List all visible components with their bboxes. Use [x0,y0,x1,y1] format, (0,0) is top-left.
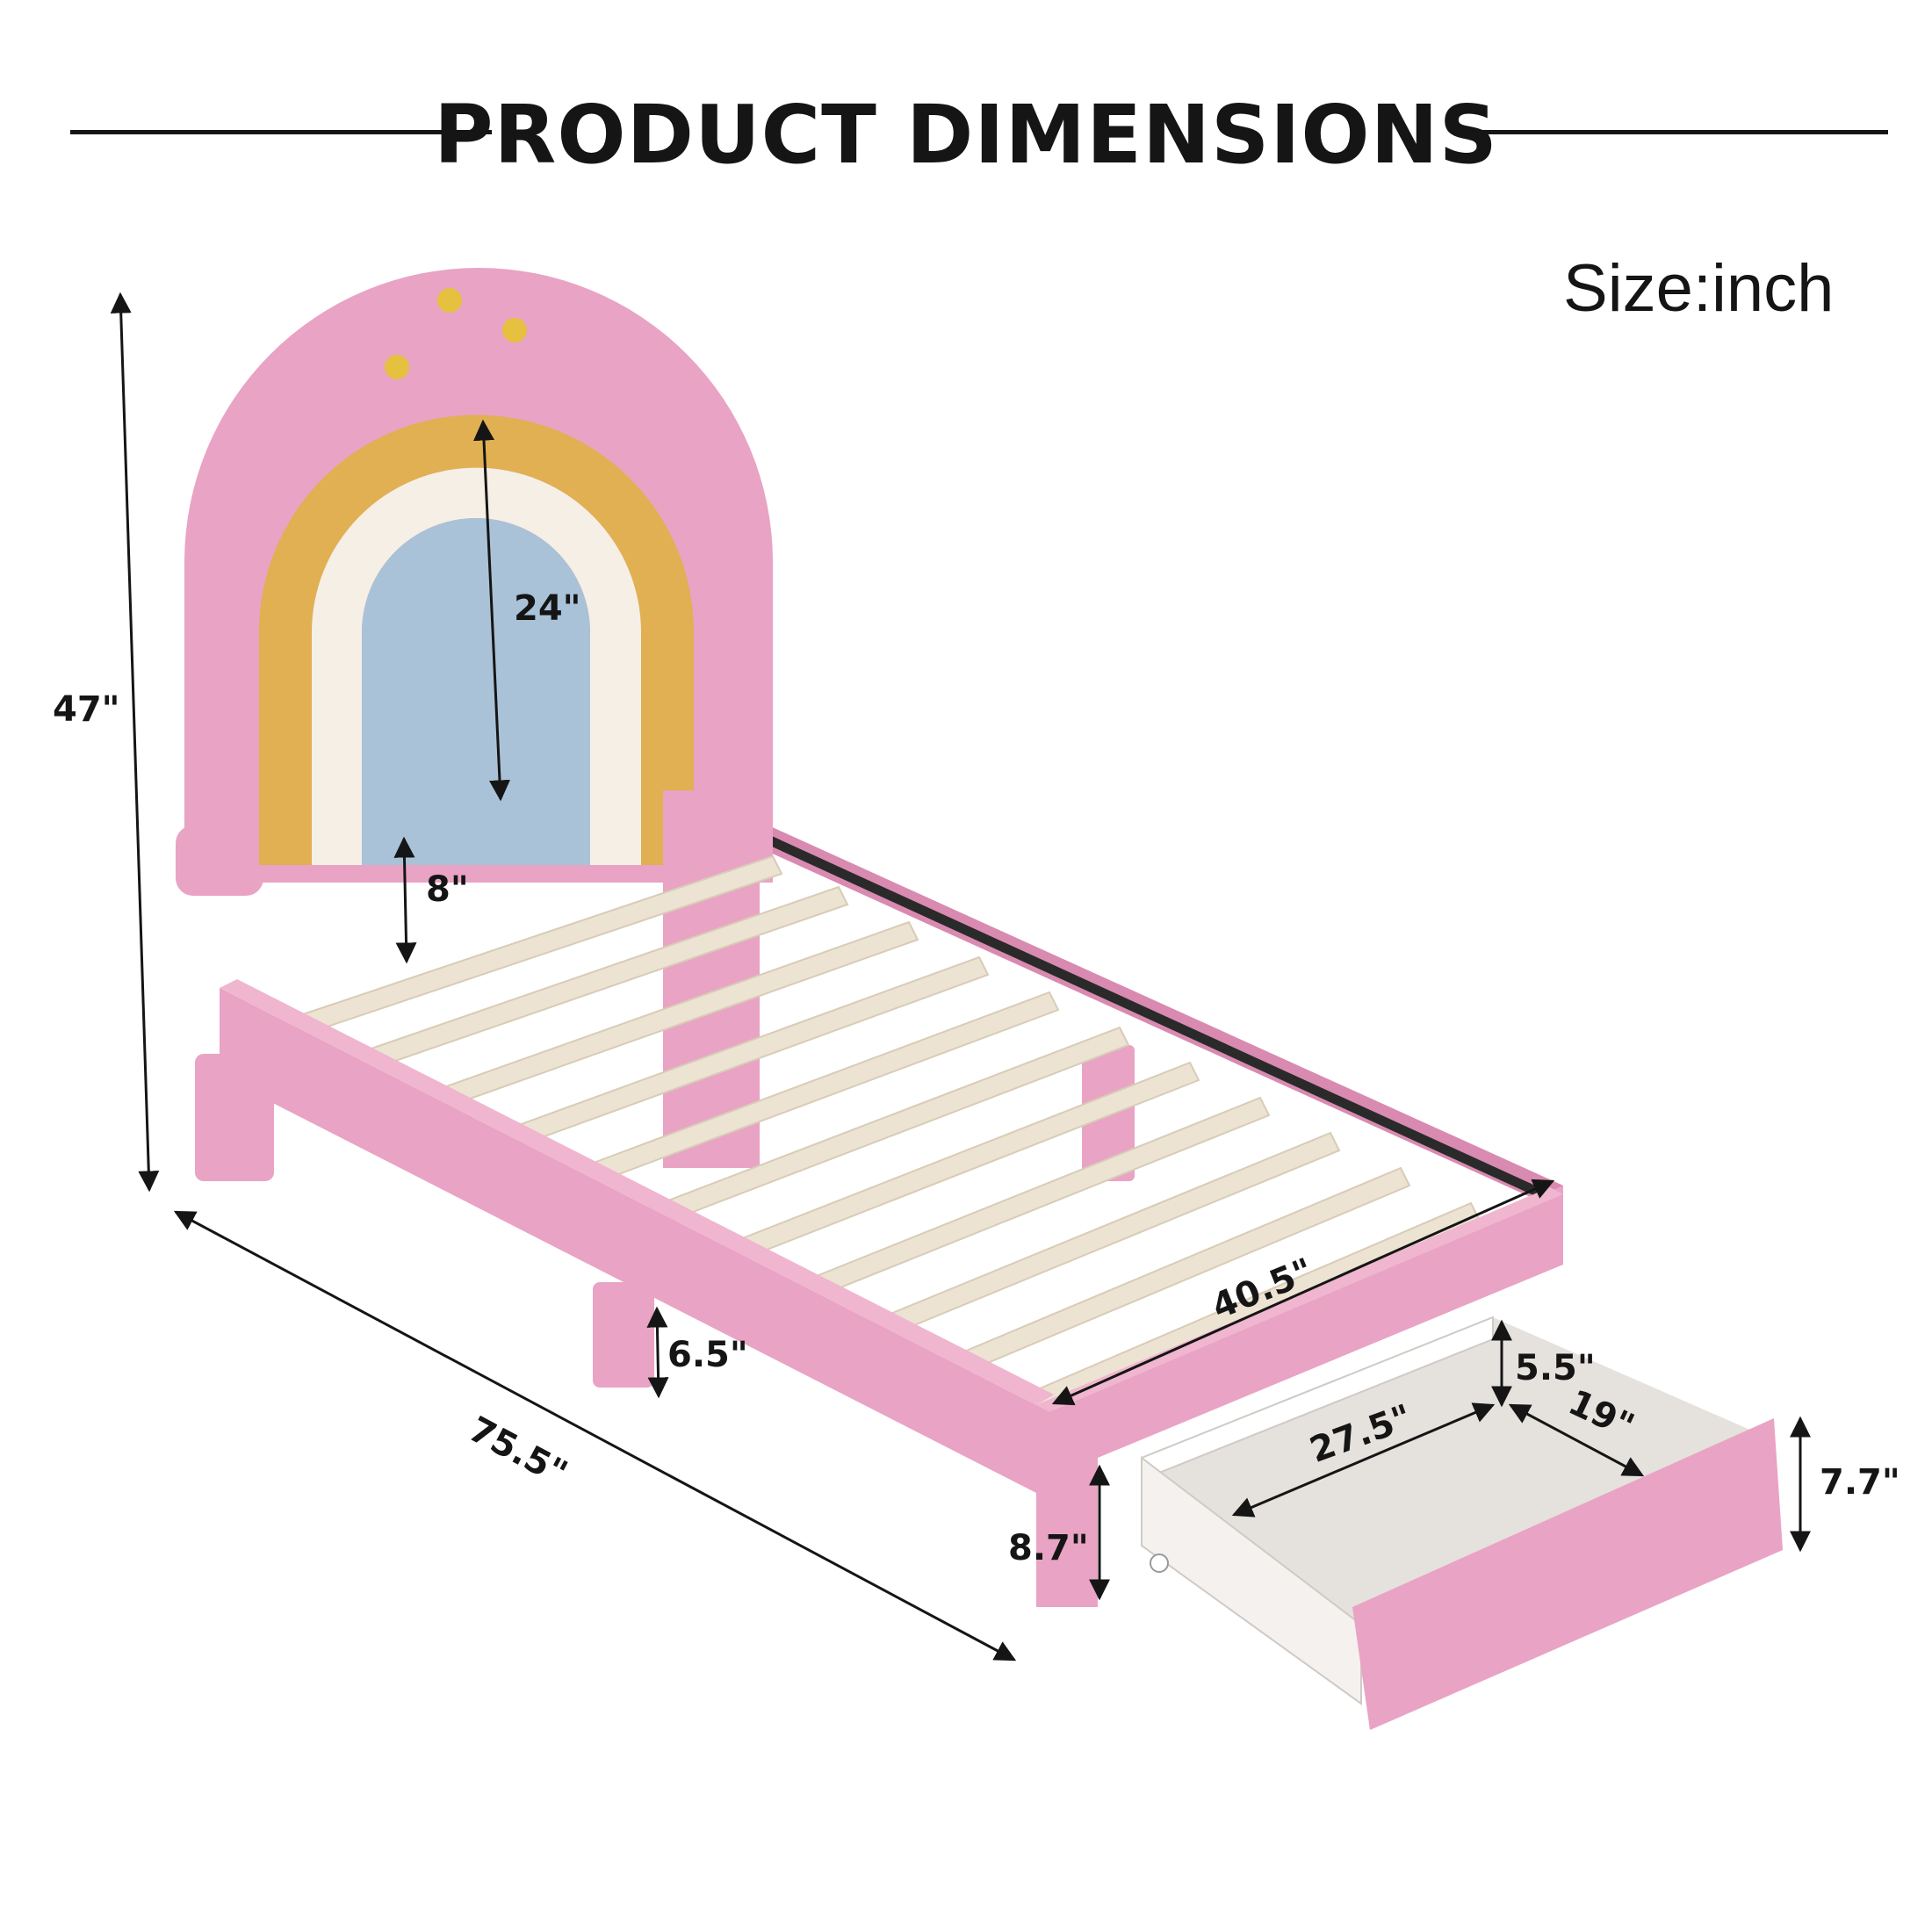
length-arrow [173,1210,1017,1662]
leg-height-arrow [646,1306,669,1399]
clearance-label: 8" [426,869,469,910]
drawer-length-arrow [1231,1402,1496,1517]
back-side-rail [720,804,1563,1212]
clearance-arrow [393,836,417,964]
title-rule-right [1467,130,1888,134]
headboard-height-arrow [473,419,510,802]
total-height-arrow [110,292,160,1193]
rainbow-cream-band [312,467,641,865]
unit-note: Size:inch [1563,251,1835,326]
drawer-depth-label: 5.5" [1515,1348,1596,1388]
drawer-width-arrow [1508,1403,1645,1477]
page-title: PRODUCT DIMENSIONS [434,88,1498,182]
front-leg-head [195,1054,274,1181]
headboard-height-label: 24" [514,588,581,629]
front-leg-middle [593,1282,654,1388]
width-arrow [1051,1179,1555,1406]
rainbow-blue-center [362,518,590,865]
title-rule-left [70,130,492,134]
crown-ornament [385,288,527,413]
footboard-height-label: 8.7" [1008,1528,1089,1568]
total-height-label: 47" [53,689,120,730]
rainbow-gold-band [259,415,694,866]
drawer-front-height-label: 7.7" [1820,1462,1900,1503]
leg-height-label: 6.5" [667,1335,748,1375]
